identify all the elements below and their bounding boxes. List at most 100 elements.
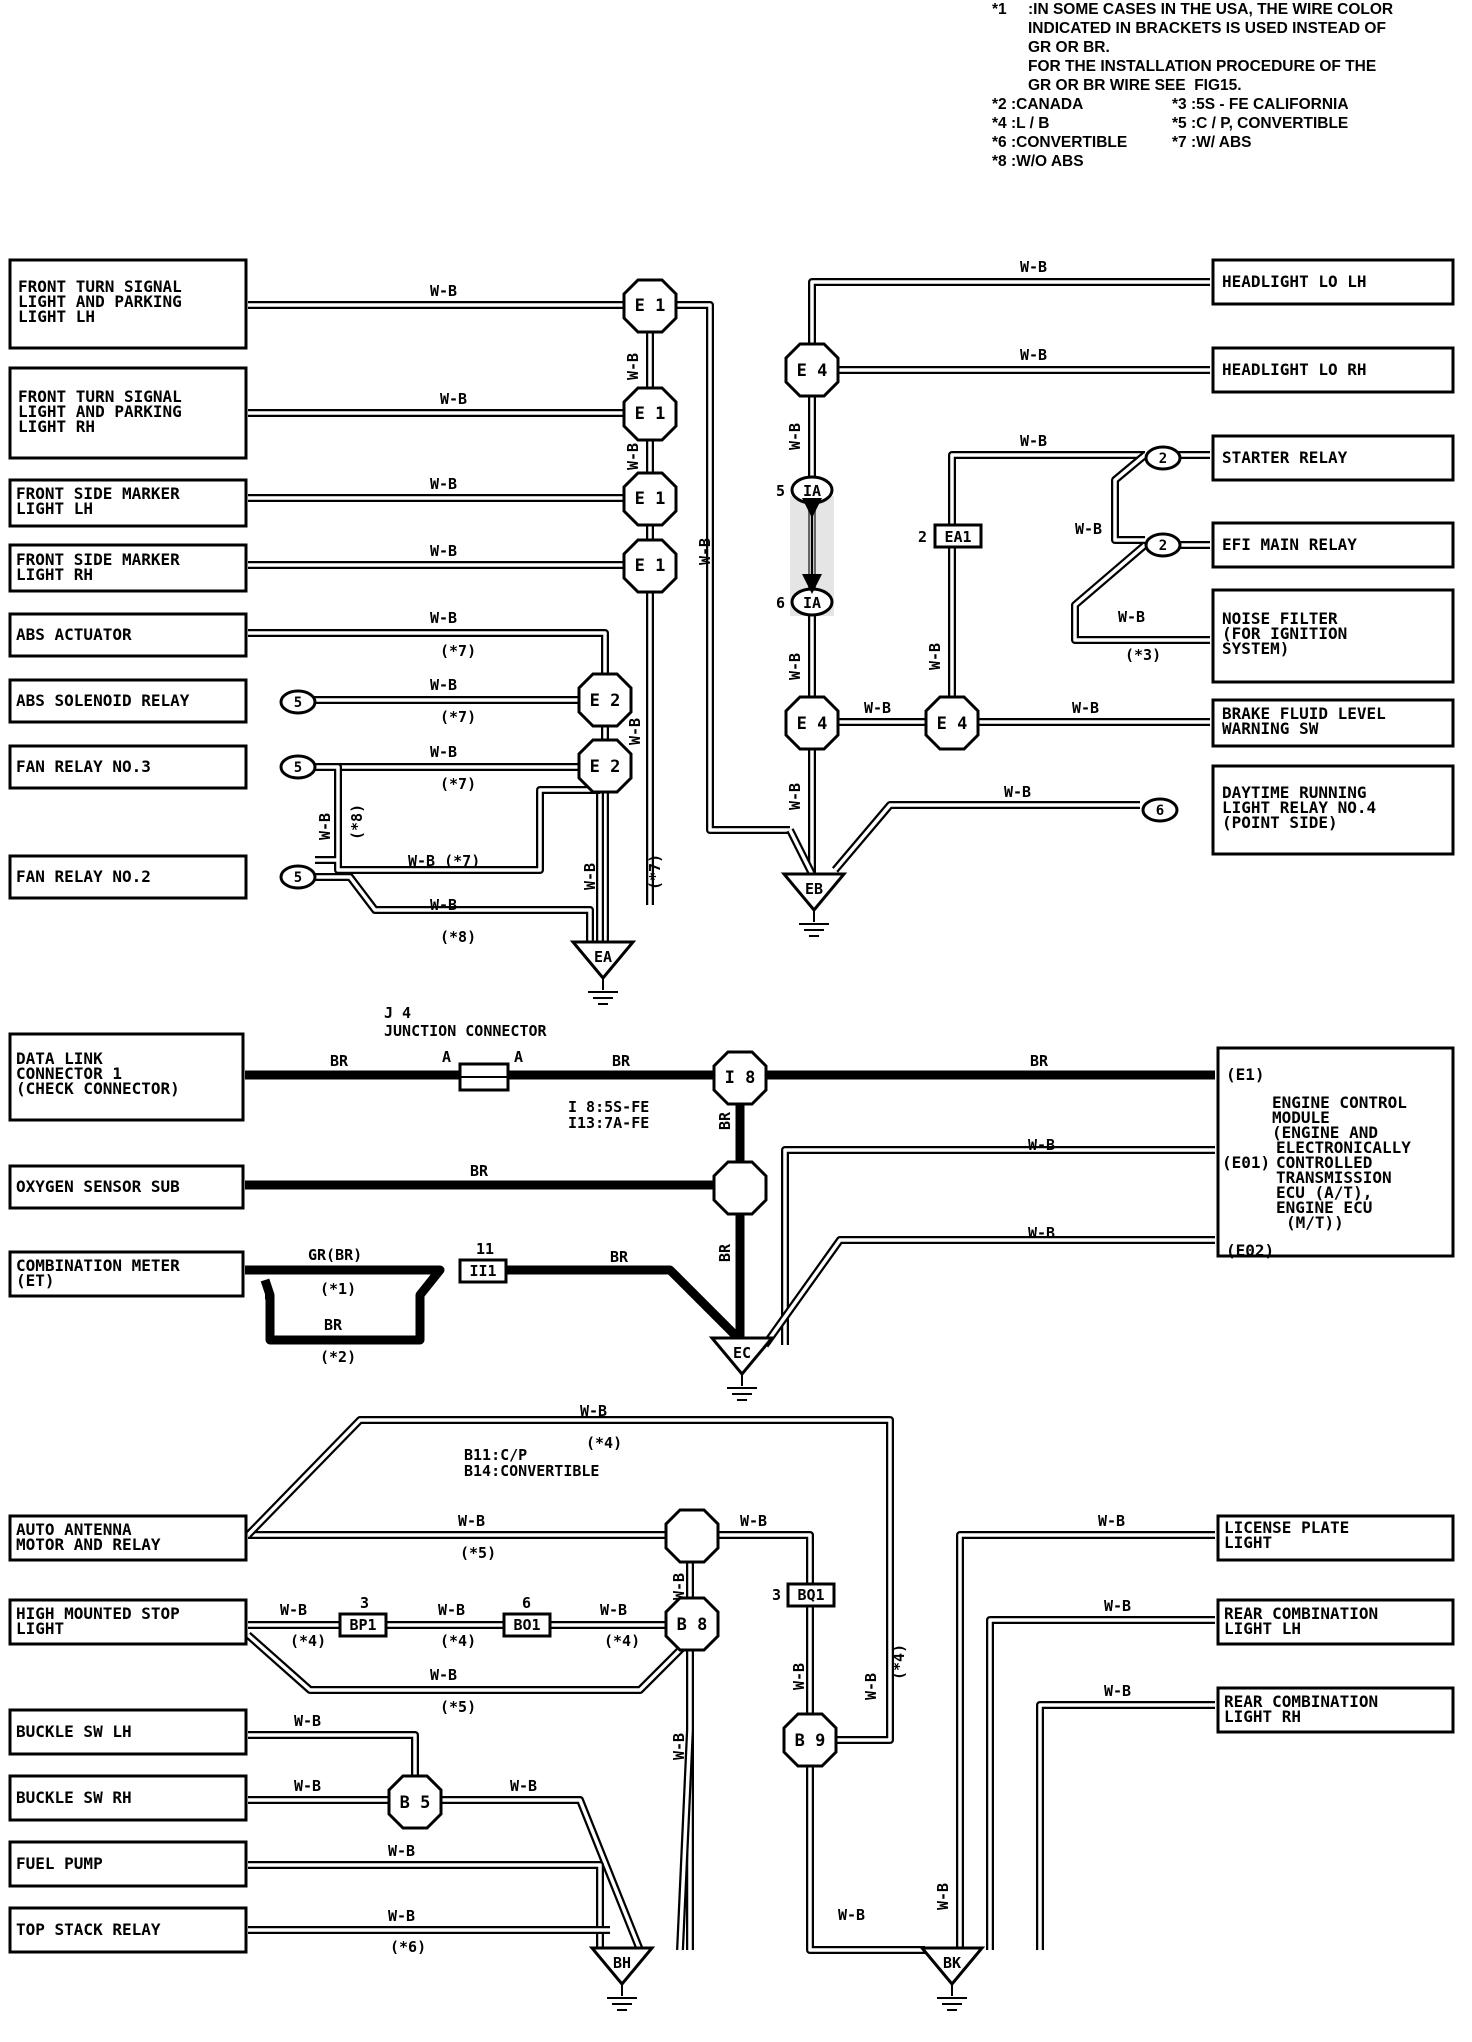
auto-antenna-box [8, 1514, 248, 1562]
wire-label: W-B [316, 813, 334, 840]
label-line: MOTOR AND RELAY [16, 1535, 161, 1554]
wire-label: BR [716, 1243, 734, 1262]
wire-label: W-B [1020, 432, 1047, 450]
connector-label: E 1 [635, 489, 666, 509]
note-text: *3 :5S - FE CALIFORNIA [1172, 96, 1349, 113]
oxygen-sensor-box [8, 1164, 245, 1210]
label-line: LICENSE PLATE [1224, 1518, 1349, 1537]
wire-label: BR [612, 1052, 631, 1070]
connector-b8 [664, 1596, 720, 1652]
footnotes: *1:IN SOME CASES IN THE USA, THE WIRE CO… [992, 0, 1462, 171]
connector-label: E 4 [937, 714, 968, 734]
section-eb-ground [786, 278, 1210, 882]
wire-label: W-B [786, 783, 804, 810]
note-pair: *4 :L / B*5 :C / P, CONVERTIBLE [992, 114, 1462, 133]
note-text: INDICATED IN BRACKETS IS USED INSTEAD OF [1028, 20, 1386, 37]
connector-label: BP1 [349, 1616, 376, 1634]
label-line: REAR COMBINATION [1224, 1692, 1378, 1711]
label-line: (POINT SIDE) [1222, 813, 1338, 832]
note-text: *7 :W/ ABS [1172, 134, 1252, 151]
wire-label: W-B [1118, 608, 1145, 626]
wire-note: (*6) [390, 1938, 426, 1956]
connector-note: B11:C/P [464, 1446, 527, 1464]
front-turn-rh-box [8, 366, 248, 460]
junction-id: J 4 [384, 1004, 411, 1022]
label-line: SYSTEM) [1222, 639, 1289, 658]
ground-ec [708, 1336, 776, 1377]
vertical-wire-labels: W-B W-B W-B W-B W-B (*8) W-B (*7) W-B W-… [316, 353, 952, 1910]
wire-label: W-B [430, 896, 457, 914]
label-line: BUCKLE SW LH [16, 1722, 132, 1741]
wire-label: W-B [1072, 699, 1099, 717]
wire-label: W-B [1020, 346, 1047, 364]
ecm-pin-e01: (E01) [1222, 1153, 1270, 1172]
headlight-lo-lh-box [1211, 258, 1455, 306]
wire-label: W-B [280, 1601, 307, 1619]
pin-label: A [442, 1048, 451, 1066]
wire-label: W-B [580, 1402, 607, 1420]
ecm-box [1216, 1046, 1455, 1258]
connector-ea1 [933, 523, 983, 549]
ground-label: BH [613, 1954, 631, 1972]
wire-labels: W-B W-B W-B W-B W-B (*7) W-B (*7) W-B (*… [280, 258, 1161, 1956]
label-line: HEADLIGHT LO LH [1222, 272, 1367, 291]
connector-label: B 9 [795, 1731, 826, 1751]
label-line: TOP STACK RELAY [16, 1920, 161, 1939]
wire-label: W-B [388, 1842, 415, 1860]
connector-e4-2 [784, 695, 840, 751]
ground-eb [780, 872, 848, 913]
wire-label: W-B [626, 718, 644, 745]
label-line: BUCKLE SW RH [16, 1788, 132, 1807]
wire-note: (*4) [290, 1632, 326, 1650]
junction-title: JUNCTION CONNECTOR [384, 1022, 548, 1040]
label-line: STARTER RELAY [1222, 448, 1348, 467]
wire-label: BR [470, 1162, 489, 1180]
label-line: CONNECTOR 1 [16, 1064, 122, 1083]
connector-label: E 1 [635, 296, 666, 316]
pin-label: A [514, 1048, 523, 1066]
top-stack-box [8, 1906, 248, 1954]
headlight-lo-rh-box [1211, 346, 1455, 394]
abs-actuator-box [8, 612, 248, 658]
connector-label: E 4 [797, 361, 828, 381]
connector-label: EA1 [944, 528, 971, 546]
wire-label: BR [330, 1052, 349, 1070]
connector-label: E 2 [590, 691, 621, 711]
connector-label: I 8 [725, 1068, 756, 1088]
high-stop-box [8, 1598, 248, 1646]
label-line: REAR COMBINATION [1224, 1604, 1378, 1623]
connector-e4-3 [924, 695, 980, 751]
pin-label: 6 [522, 1594, 531, 1612]
wire-note: (*7) [440, 708, 476, 726]
efi-main-relay-box [1211, 521, 1455, 569]
connector-label: IA [803, 594, 821, 612]
pin-label: 5 [294, 695, 302, 711]
wire-note: (*4) [890, 1644, 908, 1680]
label-line: LIGHT RH [18, 417, 95, 436]
label-line: LIGHT LH [18, 307, 95, 326]
label-line: COMBINATION METER [16, 1256, 180, 1275]
wire-label: W-B [790, 1663, 808, 1690]
pin-label: 2 [1159, 538, 1167, 554]
wire-label: W-B [1028, 1136, 1055, 1154]
label-line: OXYGEN SENSOR SUB [16, 1177, 180, 1196]
pin-label: 5 [776, 482, 785, 500]
wire-label: W-B [624, 443, 642, 470]
note-pair: *8 :W/O ABS [992, 152, 1462, 171]
starter-relay-box [1211, 434, 1455, 482]
label-line: ECU (A/T), [1276, 1183, 1372, 1202]
note-text: GR OR BR WIRE SEE FIG15. [1028, 77, 1242, 94]
section-bh-bk-ground [245, 1416, 1215, 1954]
wire-label: W-B [294, 1712, 321, 1730]
pin-label: 5 [294, 870, 302, 886]
label-line: LIGHT AND PARKING [18, 402, 182, 421]
connector-label: B 5 [400, 1793, 431, 1813]
wire-label: GR(BR) [308, 1246, 362, 1264]
ground-bh [588, 1946, 656, 1987]
connector-pin-5-abs [279, 689, 317, 715]
wire-label: W-B [430, 743, 457, 761]
pin-label: 3 [772, 1586, 781, 1604]
connector-label: E 2 [590, 757, 621, 777]
fan-relay3-box [8, 744, 248, 790]
